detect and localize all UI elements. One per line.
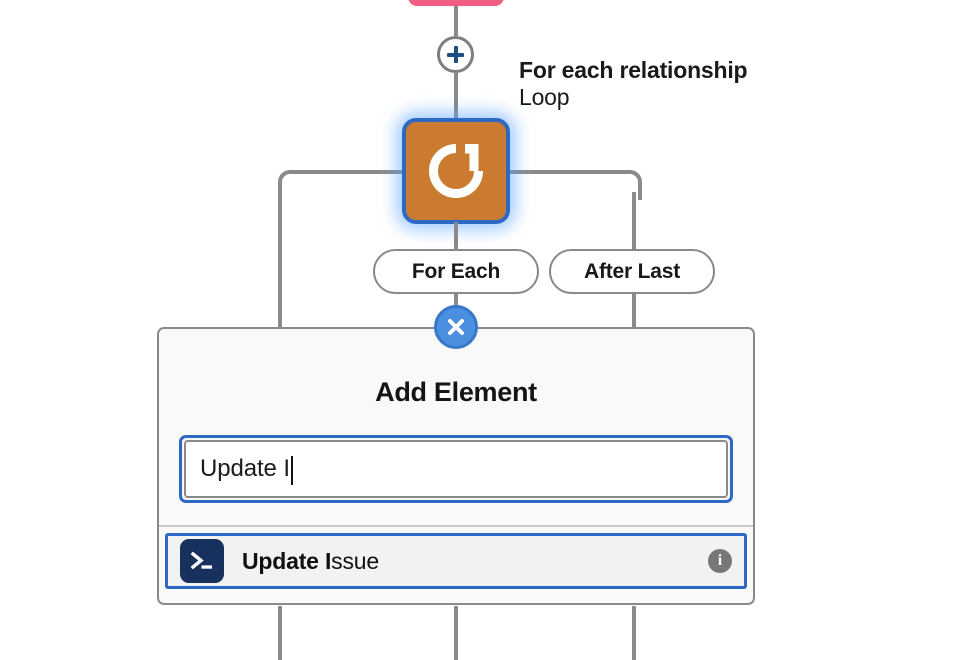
result-label: Update Issue (242, 548, 708, 575)
connector-stem-for-each (454, 222, 458, 250)
connector-rail-right (508, 170, 620, 174)
search-field-wrapper: Update I (159, 408, 753, 525)
connector-below-panel-right (632, 606, 636, 660)
add-step-button[interactable] (437, 36, 474, 73)
panel-title: Add Element (375, 377, 537, 407)
panel-divider (159, 525, 753, 527)
result-row-update-issue[interactable]: Update Issue i (165, 533, 747, 589)
branch-for-each[interactable]: For Each (373, 249, 539, 294)
connector-rail-left (296, 170, 406, 174)
connector-corner-right (616, 170, 642, 200)
result-label-rest: ssue (331, 547, 379, 574)
upstream-node[interactable] (408, 0, 504, 6)
loop-node-caption: For each relationship Loop (519, 57, 748, 111)
search-results-list: Update Issue i (159, 527, 753, 603)
connector-corner-left (278, 170, 304, 200)
connector-line-plus-to-loop (454, 72, 458, 120)
add-element-panel: Add Element Update I Update Issue i (157, 327, 755, 605)
result-label-match: Update I (242, 547, 332, 574)
loop-node-subtitle: Loop (519, 84, 570, 111)
branch-after-last[interactable]: After Last (549, 249, 715, 294)
connector-below-after-last (632, 294, 636, 334)
info-icon[interactable]: i (708, 549, 732, 573)
close-panel-button[interactable] (434, 305, 478, 349)
connector-below-panel-left (278, 606, 282, 660)
loop-node[interactable] (402, 118, 510, 224)
terminal-icon (180, 539, 224, 583)
search-input-value: Update I (200, 455, 290, 482)
connector-line-top (454, 6, 458, 36)
loop-refresh-icon (423, 138, 489, 204)
search-focus-ring: Update I (179, 435, 733, 503)
connector-below-panel-center (454, 606, 458, 660)
connector-line-left-outer (278, 192, 282, 332)
search-input[interactable]: Update I (184, 440, 728, 498)
text-cursor (290, 455, 293, 485)
loop-node-title: For each relationship (519, 57, 748, 83)
